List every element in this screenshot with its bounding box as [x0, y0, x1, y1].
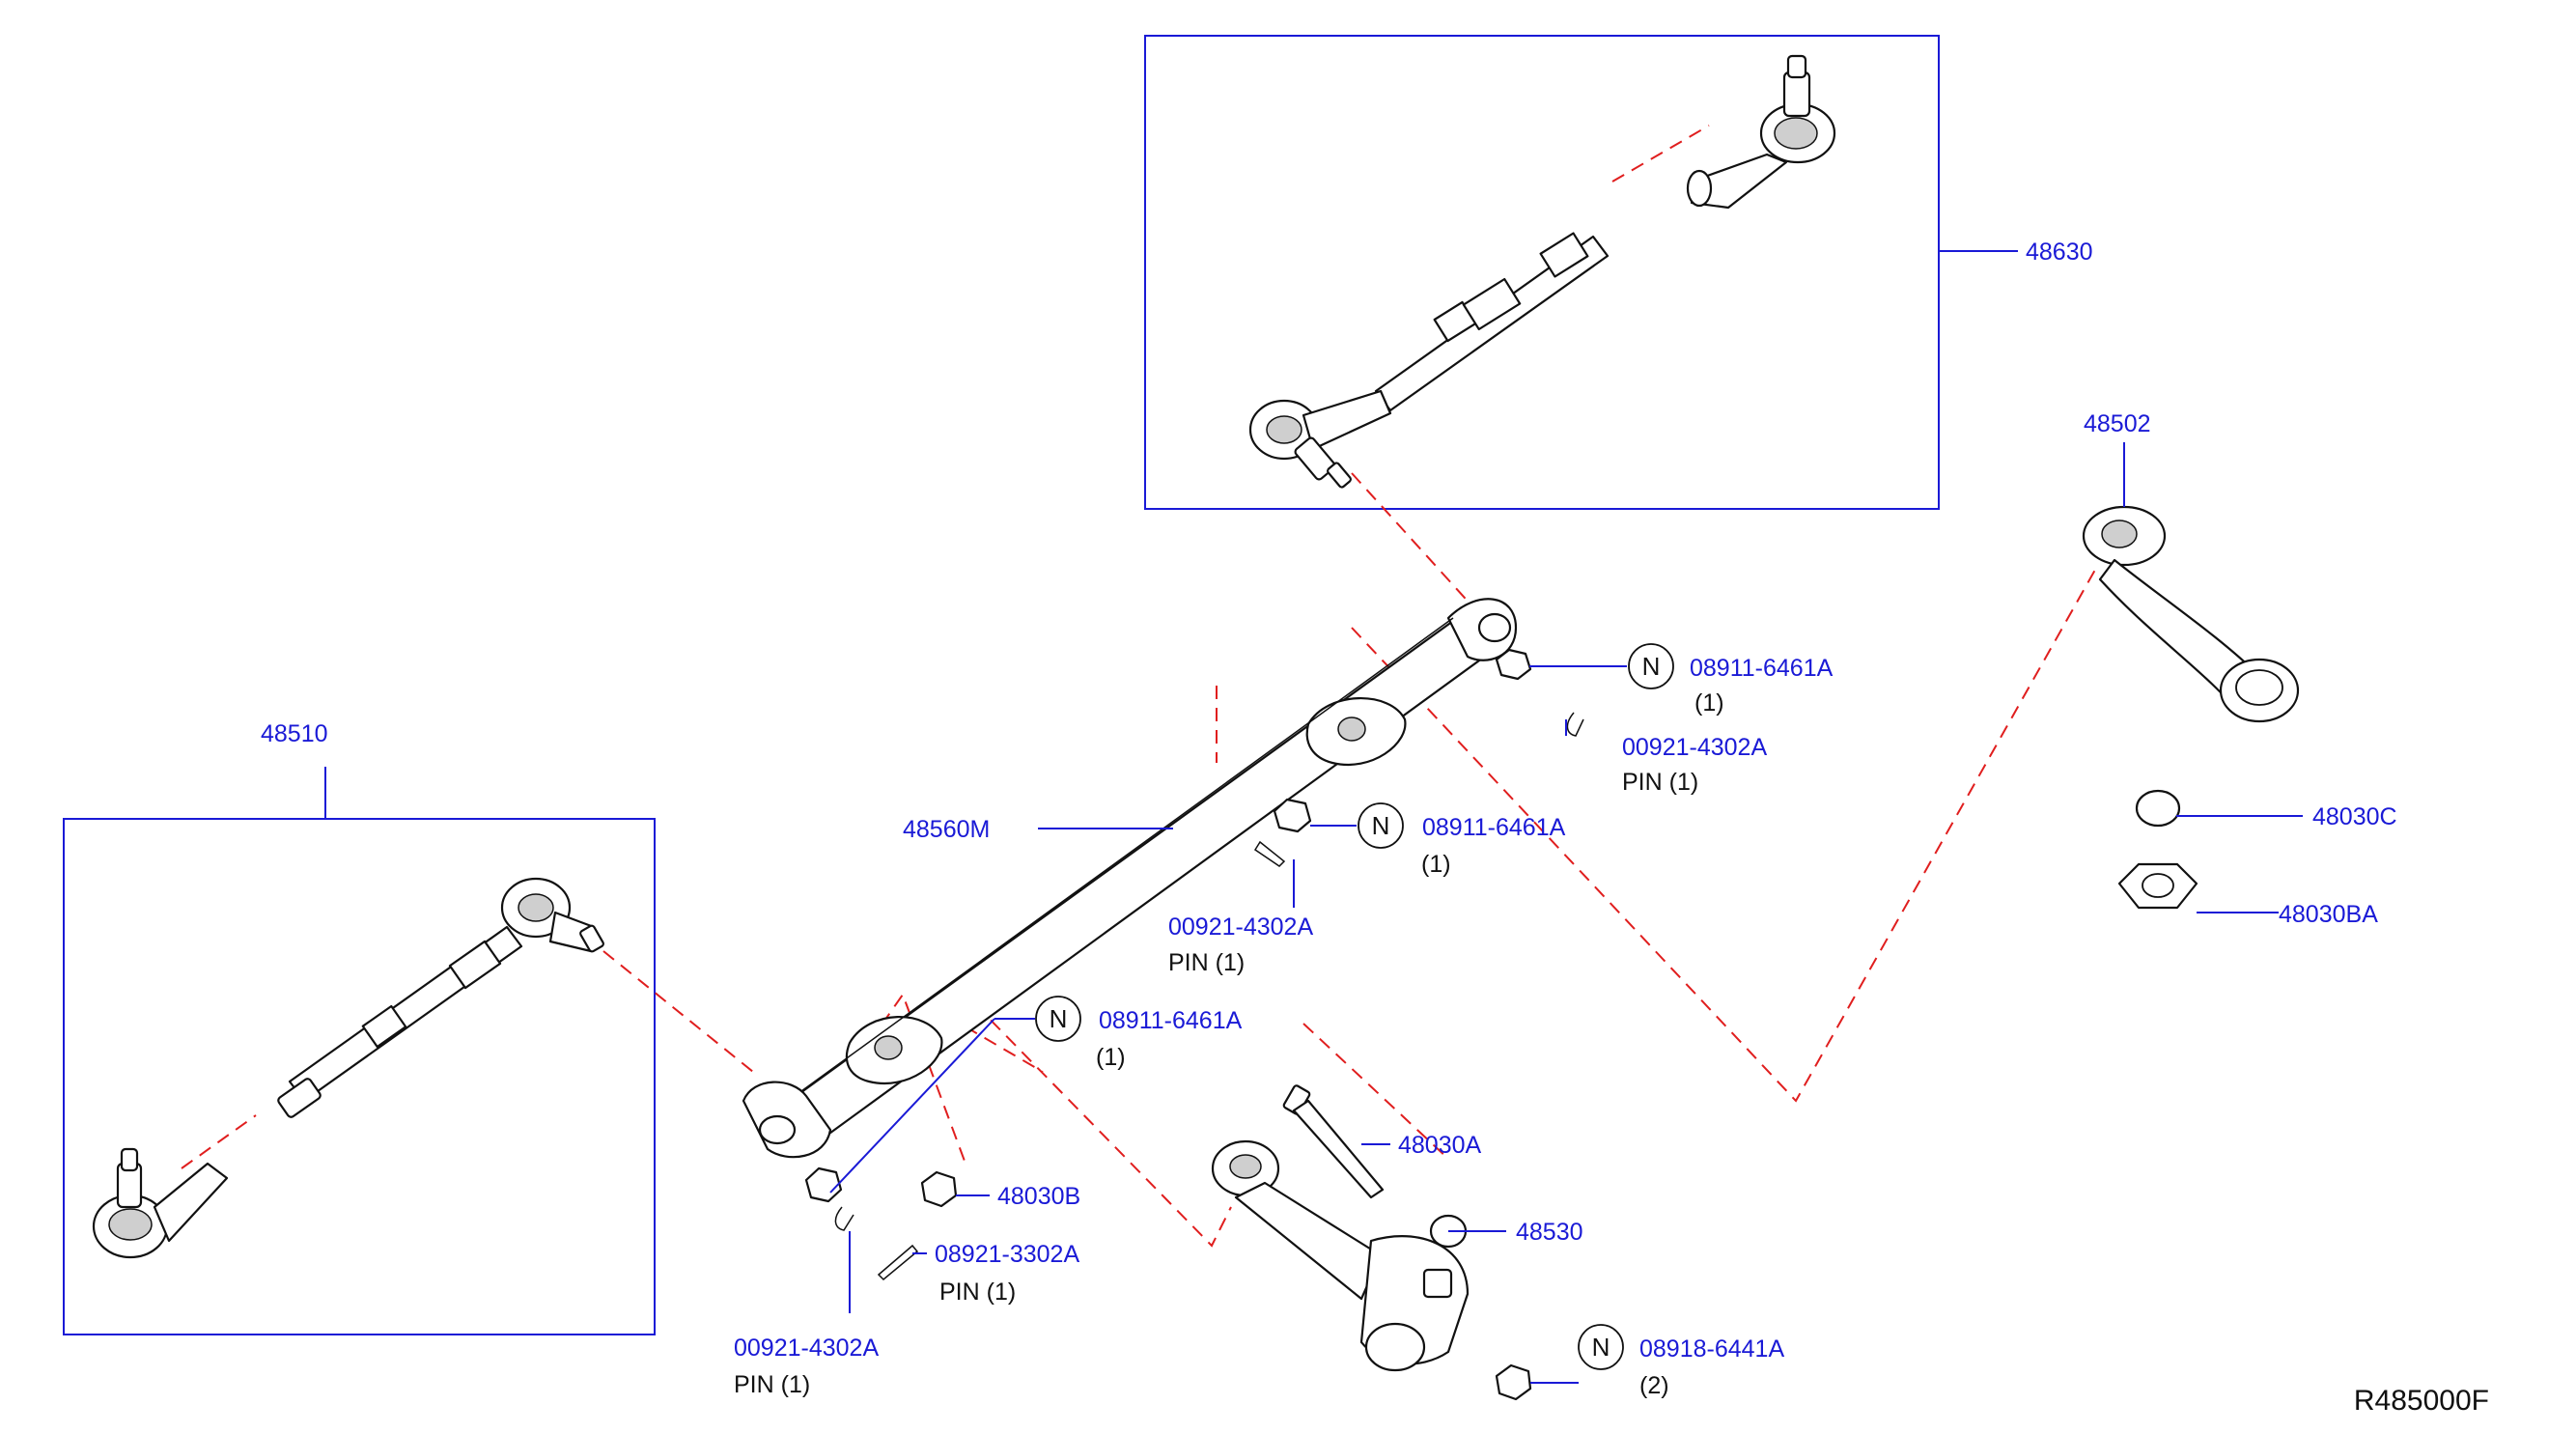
washer-48030c: [2135, 789, 2181, 828]
label-48510: 48510: [261, 720, 328, 747]
label-00921-4302a-upper: 00921-4302A: [1622, 734, 1767, 761]
label-48030b: 48030B: [997, 1183, 1080, 1210]
qty-00921-4302a-middle: PIN (1): [1168, 949, 1245, 976]
qty-08911-6461a-lower: (1): [1096, 1044, 1126, 1071]
label-48560m: 48560M: [903, 816, 990, 843]
cross-rod-48560m: [742, 598, 1518, 1159]
frame-48510: [63, 818, 656, 1335]
cotter-pin-lower-left: [834, 1206, 854, 1231]
label-00921-4302a-middle: 00921-4302A: [1168, 913, 1313, 941]
nut-lower-left: [804, 1166, 843, 1203]
label-08921-3302a: 08921-3302A: [935, 1241, 1079, 1268]
label-00921-4302a-lower: 00921-4302A: [734, 1335, 879, 1362]
pitman-arm-48530: [1211, 1139, 1470, 1372]
svg-text:N: N: [1592, 1333, 1610, 1362]
idler-arm-48502: [2082, 505, 2300, 723]
bolt-48030a: [1282, 1084, 1385, 1199]
nut-48030b: [920, 1170, 958, 1208]
label-08911-6461a-middle: 08911-6461A: [1422, 814, 1566, 841]
frame-48630: [1144, 35, 1940, 510]
n-mark-08911-b: N: [1358, 802, 1404, 849]
qty-08911-6461a-upper: (1): [1694, 689, 1724, 716]
assembly-dashed-lines: [181, 125, 2096, 1248]
label-48630: 48630: [2026, 239, 2093, 266]
qty-08918-6441a: (2): [1639, 1372, 1669, 1399]
svg-text:N: N: [1372, 811, 1390, 840]
qty-08921-3302a: PIN (1): [939, 1278, 1016, 1306]
n-mark-08911-a: N: [1628, 643, 1674, 689]
nut-upper-right: [1495, 648, 1532, 681]
label-48030ba: 48030BA: [2279, 901, 2378, 928]
label-48530: 48530: [1516, 1219, 1583, 1246]
label-08911-6461a-upper: 08911-6461A: [1690, 655, 1834, 682]
nut-48030ba: [2117, 862, 2198, 910]
tie-rod-48510: [92, 877, 604, 1259]
label-08911-6461a-lower: 08911-6461A: [1099, 1007, 1243, 1034]
nut-middle: [1273, 798, 1312, 833]
qty-00921-4302a-lower: PIN (1): [734, 1371, 810, 1398]
cotter-pin-08921: [877, 1244, 919, 1281]
n-mark-08911-c: N: [1035, 996, 1081, 1042]
label-48030a: 48030A: [1398, 1132, 1482, 1159]
qty-00921-4302a-upper: PIN (1): [1622, 769, 1698, 796]
cotter-pin-upper: [1566, 712, 1584, 737]
svg-text:N: N: [1050, 1004, 1068, 1033]
n-mark-08918: N: [1578, 1324, 1624, 1370]
svg-text:N: N: [1642, 652, 1661, 681]
label-08918-6441a: 08918-6441A: [1639, 1335, 1784, 1363]
leader-lines: [324, 250, 2303, 1384]
reference-code: R485000F: [2354, 1385, 2489, 1417]
qty-08911-6461a-middle: (1): [1421, 851, 1451, 878]
cotter-pin-middle: [1253, 840, 1286, 867]
nut-08918: [1495, 1363, 1532, 1401]
label-48030c: 48030C: [2312, 803, 2397, 830]
tie-rod-48630: [1248, 54, 1836, 489]
label-48502: 48502: [2084, 410, 2151, 437]
